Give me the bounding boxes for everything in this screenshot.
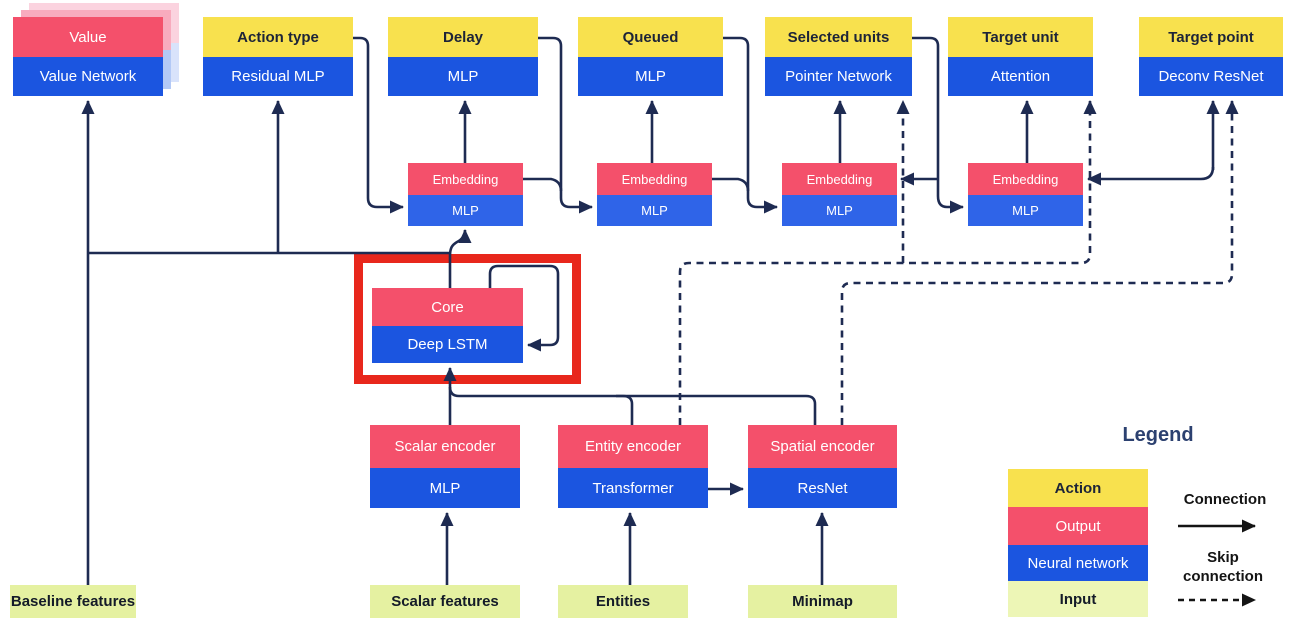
encoder-entity: Entity encoder Transformer [558,425,708,508]
head-target-point-label: Target point [1139,17,1283,57]
head-selected-units-label: Selected units [765,17,912,57]
head-queued-network-label: MLP [578,57,723,96]
head-target-point: Target point Deconv ResNet [1139,17,1283,96]
embedding-3-network-label: MLP [782,195,897,226]
embedding-4: Embedding MLP [968,163,1083,226]
encoder-spatial-network-label: ResNet [748,468,897,508]
encoder-scalar-network-label: MLP [370,468,520,508]
input-scalar-features: Scalar features [370,585,520,618]
embedding-4-network-label: MLP [968,195,1083,226]
head-target-unit: Target unit Attention [948,17,1093,96]
head-action-type: Action type Residual MLP [203,17,353,96]
head-target-point-network-label: Deconv ResNet [1139,57,1283,96]
encoder-scalar-label: Scalar encoder [370,425,520,468]
head-delay-label: Delay [388,17,538,57]
embedding-1: Embedding MLP [408,163,523,226]
legend-item-neural-network: Neural network [1008,545,1148,581]
head-value: Value Value Network [13,17,163,96]
embedding-2-label: Embedding [597,163,712,195]
embedding-3-label: Embedding [782,163,897,195]
skip-connections [678,100,1239,425]
legend-item-input: Input [1008,581,1148,617]
legend-title: Legend [1122,424,1194,446]
head-delay-network-label: MLP [388,57,538,96]
head-action-type-network-label: Residual MLP [203,57,353,96]
embedding-4-label: Embedding [968,163,1083,195]
core-box: Core Deep LSTM [372,288,523,363]
encoder-spatial: Spatial encoder ResNet [748,425,897,508]
head-action-type-label: Action type [203,17,353,57]
encoder-entity-label: Entity encoder [558,425,708,468]
embedding-2: Embedding MLP [597,163,712,226]
encoder-entity-network-label: Transformer [558,468,708,508]
embedding-3: Embedding MLP [782,163,897,226]
head-selected-units-network-label: Pointer Network [765,57,912,96]
legend-skip-connection-label: Skip connection [1182,549,1263,585]
encoder-spatial-label: Spatial encoder [748,425,897,468]
embedding-1-label: Embedding [408,163,523,195]
head-target-unit-network-label: Attention [948,57,1093,96]
embedding-1-network-label: MLP [408,195,523,226]
legend-item-output: Output [1008,507,1148,545]
embedding-2-network-label: MLP [597,195,712,226]
encoder-scalar: Scalar encoder MLP [370,425,520,508]
head-target-unit-label: Target unit [948,17,1093,57]
head-queued-label: Queued [578,17,723,57]
legend-item-action: Action [1008,469,1148,507]
input-minimap: Minimap [748,585,897,618]
core-network-label: Deep LSTM [372,326,523,363]
input-entities: Entities [558,585,688,618]
core-label: Core [372,288,523,326]
head-value-network-label: Value Network [13,57,163,96]
input-baseline-features: Baseline features [10,585,136,618]
head-value-output-label: Value [13,17,163,57]
head-delay: Delay MLP [388,17,538,96]
legend-key: Action Output Neural network Input [1008,469,1148,617]
legend-connection-label: Connection [1183,491,1267,508]
head-selected-units: Selected units Pointer Network [765,17,912,96]
head-queued: Queued MLP [578,17,723,96]
